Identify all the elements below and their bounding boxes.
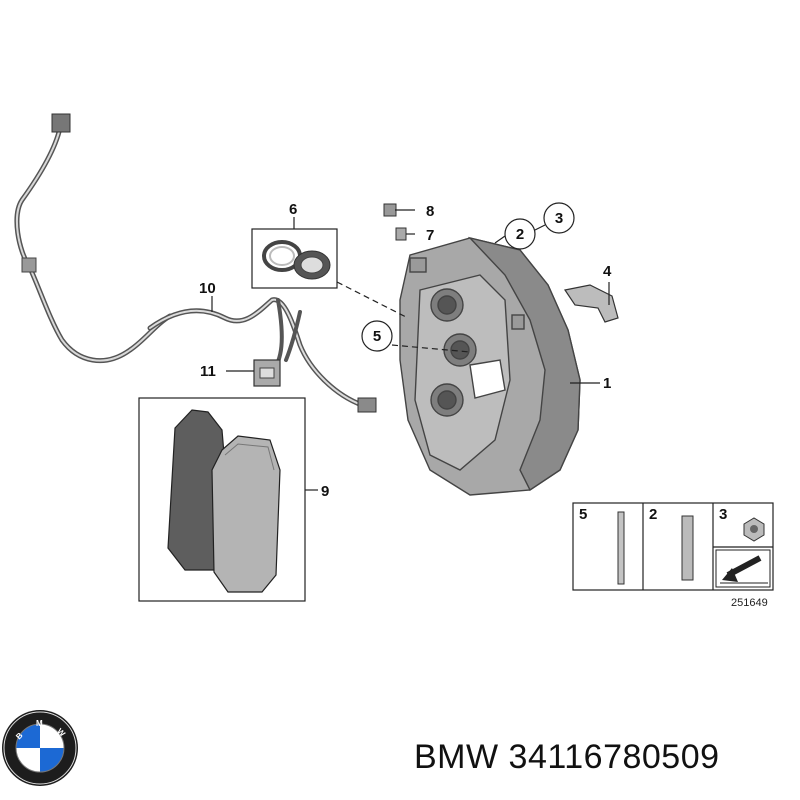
seal-kit	[251, 228, 338, 289]
part-caption: BMW 34116780509	[414, 738, 720, 777]
legend-sleeve	[681, 515, 694, 581]
brake-pads	[138, 397, 306, 602]
alignment-lines	[336, 281, 471, 353]
brand-name: BMW	[414, 738, 499, 776]
svg-text:M: M	[36, 719, 43, 728]
callout-2: 2	[516, 226, 524, 243]
wear-sensor-wire	[147, 297, 377, 413]
anti-rattle-bracket	[564, 284, 619, 323]
direction-arrow-icon	[715, 549, 771, 588]
leader-lines	[211, 209, 610, 491]
callout-4: 4	[603, 263, 612, 280]
diagram-id: 251649	[731, 597, 768, 609]
wear-sensor-clip	[253, 359, 281, 387]
callout-3-circle	[543, 202, 575, 234]
brake-hose	[14, 113, 173, 364]
callout-1: 1	[603, 375, 611, 392]
part-number: 34116780509	[508, 738, 720, 776]
callout-11: 11	[200, 363, 216, 380]
callout-labels: 1 2 3 4 5 6 7 8 9 10 11	[199, 201, 612, 500]
callout-5-circle	[361, 320, 393, 352]
callout-5: 5	[373, 328, 381, 345]
callout-7: 7	[426, 227, 434, 244]
bmw-logo: B M W	[2, 710, 78, 786]
legend-label-5: 5	[579, 506, 587, 523]
svg-text:B: B	[14, 731, 25, 742]
legend-label-3: 3	[719, 506, 727, 523]
brake-caliper	[399, 236, 581, 496]
legend-pin	[617, 511, 625, 585]
callout-10: 10	[199, 280, 216, 297]
callout-9: 9	[321, 483, 329, 500]
callout-2-circle	[504, 218, 536, 250]
callout-3: 3	[555, 210, 563, 227]
callout-8: 8	[426, 203, 434, 220]
callout-6: 6	[289, 201, 297, 218]
legend-table: 5 2 3 251649	[572, 502, 774, 609]
legend-label-2: 2	[649, 506, 657, 523]
